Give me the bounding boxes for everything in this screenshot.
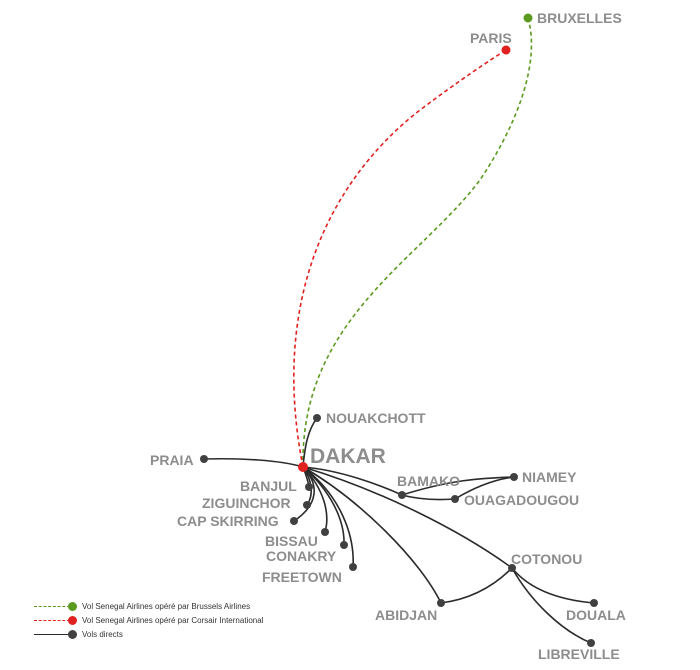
legend-item-direct: Vols directs	[34, 628, 334, 642]
route-dakar-praia	[203, 457, 304, 468]
dakar-marker	[298, 462, 308, 472]
libreville-label: LIBREVILLE	[538, 646, 620, 662]
niamey-label: NIAMEY	[522, 469, 577, 485]
legend-item-brussels: Vol Senegal Airlines opéré par Brussels …	[34, 600, 334, 614]
dakar-label: DAKAR	[310, 445, 386, 468]
freetown-marker	[349, 563, 357, 571]
route-dakar-paris	[293, 49, 507, 468]
legend-dot-dark	[68, 630, 77, 639]
banjul-marker	[305, 483, 313, 491]
bruxelles-label: BRUXELLES	[537, 10, 622, 26]
bruxelles-marker	[523, 13, 533, 23]
route-ouagadougou-niamey	[454, 476, 515, 500]
route-dakar-cotonou	[302, 466, 513, 569]
legend-label: Vol Senegal Airlines opéré par Brussels …	[82, 602, 251, 611]
praia-marker	[200, 455, 208, 463]
nouakchott-marker	[313, 414, 321, 422]
praia-label: PRAIA	[150, 452, 194, 468]
douala-marker	[590, 599, 598, 607]
paris-marker	[501, 45, 511, 55]
conakry-label: CONAKRY	[266, 548, 337, 564]
bissau-marker	[321, 528, 329, 536]
legend-dot-red	[68, 616, 77, 625]
nouakchott-label: NOUAKCHOTT	[326, 410, 426, 426]
ziguinchor-label: ZIGUINCHOR	[202, 495, 291, 511]
legend-label: Vols directs	[82, 630, 123, 639]
legend: Vol Senegal Airlines opéré par Brussels …	[34, 600, 334, 642]
legend-item-corsair: Vol Senegal Airlines opéré par Corsair I…	[34, 614, 334, 628]
legend-label: Vol Senegal Airlines opéré par Corsair I…	[82, 616, 264, 625]
cotonou-marker	[508, 564, 516, 572]
ouagadougou-marker	[451, 495, 459, 503]
legend-solid-line	[34, 634, 70, 635]
freetown-label: FREETOWN	[262, 569, 342, 585]
banjul-label: BANJUL	[240, 478, 297, 494]
route-bamako-niamey	[401, 476, 515, 496]
route-cotonou-douala	[511, 567, 595, 604]
cap-skirring-label: CAP SKIRRING	[177, 513, 279, 529]
legend-dot-green	[68, 602, 77, 611]
libreville-marker	[587, 639, 595, 647]
legend-dashed-line-green	[34, 606, 70, 607]
route-dakar-bamako	[302, 466, 403, 496]
ouagadougou-label: OUAGADOUGOU	[464, 492, 579, 508]
route-dakar-abidjan	[302, 466, 442, 604]
abidjan-label: ABIDJAN	[375, 607, 437, 623]
route-dakar-bissau	[302, 466, 328, 533]
niamey-marker	[510, 473, 518, 481]
douala-label: DOUALA	[566, 607, 626, 623]
paris-label: PARIS	[470, 30, 512, 46]
bamako-label: BAMAKO	[397, 473, 460, 489]
ziguinchor-marker	[303, 501, 311, 509]
cap-skirring-marker	[290, 517, 298, 525]
route-dakar-freetown	[302, 466, 354, 568]
route-dakar-bruxelles	[302, 17, 533, 468]
cotonou-label: COTONOU	[511, 551, 582, 567]
abidjan-marker	[437, 599, 445, 607]
route-cotonou-abidjan	[440, 567, 513, 604]
legend-dashed-line-red	[34, 620, 70, 621]
conakry-marker	[340, 541, 348, 549]
route-cotonou-libreville	[511, 567, 592, 644]
route-bamako-ouagadougou	[401, 494, 456, 501]
bissau-label: BISSAU	[265, 533, 318, 549]
bamako-marker	[398, 491, 406, 499]
